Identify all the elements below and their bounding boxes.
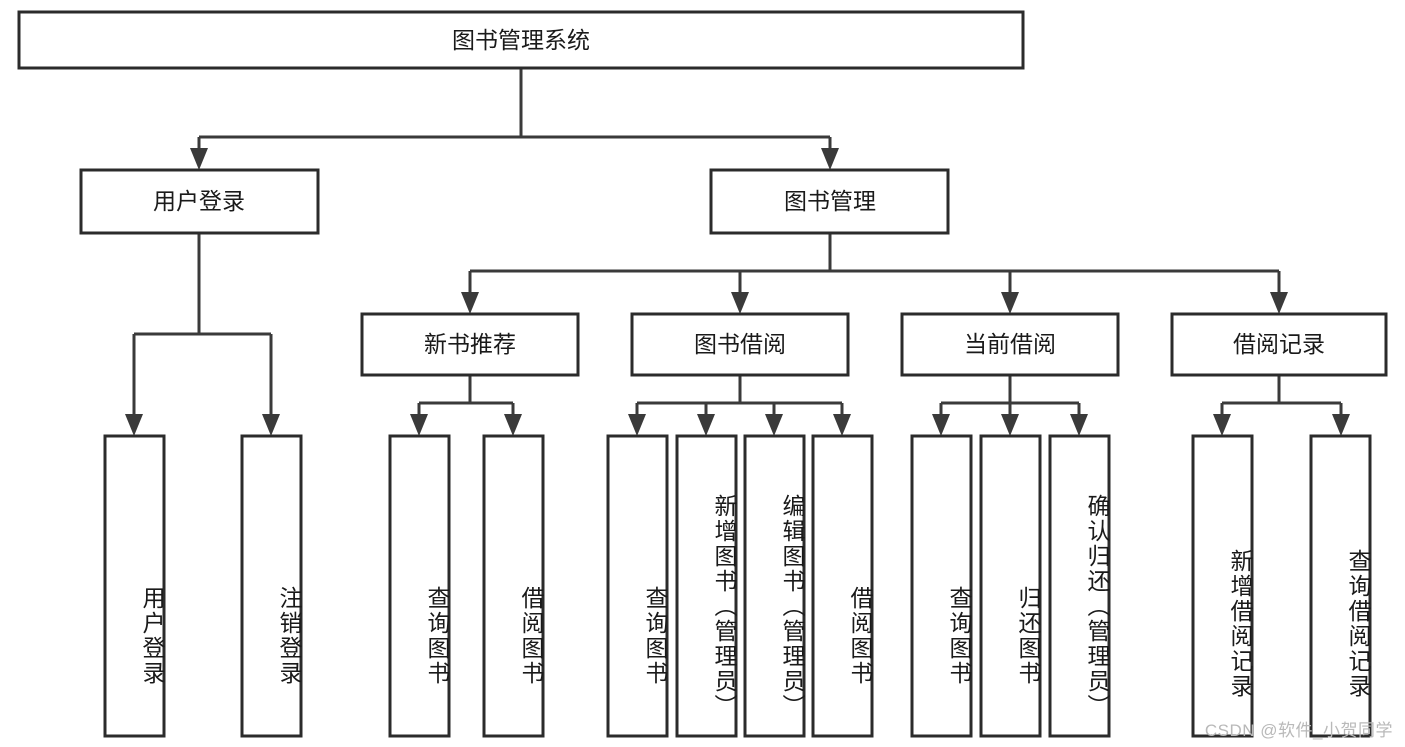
node-current-borrow-label: 当前借阅 (964, 331, 1056, 357)
node-root[interactable]: 图书管理系统 (17, 10, 1025, 70)
leaf-label-query-record: 查询借阅记录 (1345, 548, 1371, 699)
leaf-label-logout: 注销登录 (276, 586, 302, 686)
node-user-login-label: 用户登录 (153, 188, 245, 214)
arrowhead-borrowrecord (1270, 292, 1288, 314)
leaf-box-user-login[interactable] (103, 434, 166, 738)
leaf-label-query-book-1: 查询图书 (424, 586, 450, 686)
node-root-box[interactable] (17, 10, 1025, 70)
arrowhead-leaf-return-book (1001, 414, 1019, 436)
node-new-book-recommend[interactable]: 新书推荐 (360, 312, 580, 377)
arrowhead-userlogin (190, 148, 208, 170)
leaf-box-query-record[interactable] (1309, 434, 1372, 738)
node-borrow-record-box[interactable] (1170, 312, 1388, 377)
node-borrow-record-label: 借阅记录 (1233, 331, 1325, 357)
leaf-label-return-book: 归还图书 (1015, 586, 1041, 686)
node-current-borrow[interactable]: 当前借阅 (900, 312, 1120, 377)
leaf-label-query-book-3: 查询图书 (946, 586, 972, 686)
arrowhead-leaf-query-record (1332, 414, 1350, 436)
node-book-management[interactable]: 图书管理 (709, 168, 950, 235)
leaf-box-return-book[interactable] (979, 434, 1042, 738)
node-new-book-recommend-box[interactable] (360, 312, 580, 377)
node-book-borrow-label: 图书借阅 (694, 331, 786, 357)
leaf-label-edit-book: 编辑图书（管理员） (779, 493, 805, 719)
node-new-book-recommend-label: 新书推荐 (424, 331, 516, 357)
leaf-label-add-record: 新增借阅记录 (1227, 548, 1253, 699)
arrowhead-newbook (461, 292, 479, 314)
node-user-login-box[interactable] (79, 168, 320, 235)
leaf-box-query-book-1[interactable] (388, 434, 451, 738)
node-current-borrow-box[interactable] (900, 312, 1120, 377)
arrowhead-leaf-edit-book (765, 414, 783, 436)
leaf-label-borrow-book-1: 借阅图书 (518, 586, 544, 686)
node-book-borrow-box[interactable] (630, 312, 850, 377)
arrowhead-leaf-add-book (697, 414, 715, 436)
arrowhead-leaf-borrow-book-1 (504, 414, 522, 436)
node-book-management-box[interactable] (709, 168, 950, 235)
arrowhead-leaf-add-record (1213, 414, 1231, 436)
arrowhead-leaf-logout (262, 414, 280, 436)
connector-group (125, 68, 1350, 436)
leaf-label-query-book-2: 查询图书 (642, 586, 668, 686)
leaf-box-logout[interactable] (240, 434, 303, 738)
node-book-management-label: 图书管理 (784, 188, 876, 214)
leaf-box-group (103, 434, 1372, 738)
leaf-box-borrow-book-2[interactable] (811, 434, 874, 738)
watermark-text: CSDN @软件_小贺同学 (1204, 721, 1393, 740)
node-book-borrow[interactable]: 图书借阅 (630, 312, 850, 377)
leaf-label-add-book: 新增图书（管理员） (711, 493, 737, 719)
leaf-box-query-book-3[interactable] (910, 434, 973, 738)
node-user-login[interactable]: 用户登录 (79, 168, 320, 235)
leaf-box-query-book-2[interactable] (606, 434, 669, 738)
leaf-label-user-login: 用户登录 (139, 586, 165, 686)
arrowhead-bookmgmt (821, 148, 839, 170)
arrowhead-leaf-borrow-book-2 (833, 414, 851, 436)
arrowhead-leaf-confirm-return (1070, 414, 1088, 436)
node-borrow-record[interactable]: 借阅记录 (1170, 312, 1388, 377)
arrowhead-leaf-query-book-3 (932, 414, 950, 436)
leaf-box-edit-book[interactable] (743, 434, 806, 738)
arrowhead-leaf-query-book-2 (628, 414, 646, 436)
arrowhead-bookborrow (731, 292, 749, 314)
arrowhead-currentborrow (1001, 292, 1019, 314)
arrowhead-leaf-query-book-1 (410, 414, 428, 436)
leaf-label-confirm-return: 确认归还（管理员） (1084, 493, 1110, 719)
leaf-box-confirm-return[interactable] (1048, 434, 1111, 738)
arrowhead-leaf-user-login (125, 414, 143, 436)
leaf-box-borrow-book-1[interactable] (482, 434, 545, 738)
leaf-box-add-record[interactable] (1191, 434, 1254, 738)
leaf-box-add-book[interactable] (675, 434, 738, 738)
leaf-label-borrow-book-2: 借阅图书 (847, 586, 873, 686)
node-root-label: 图书管理系统 (452, 27, 590, 53)
